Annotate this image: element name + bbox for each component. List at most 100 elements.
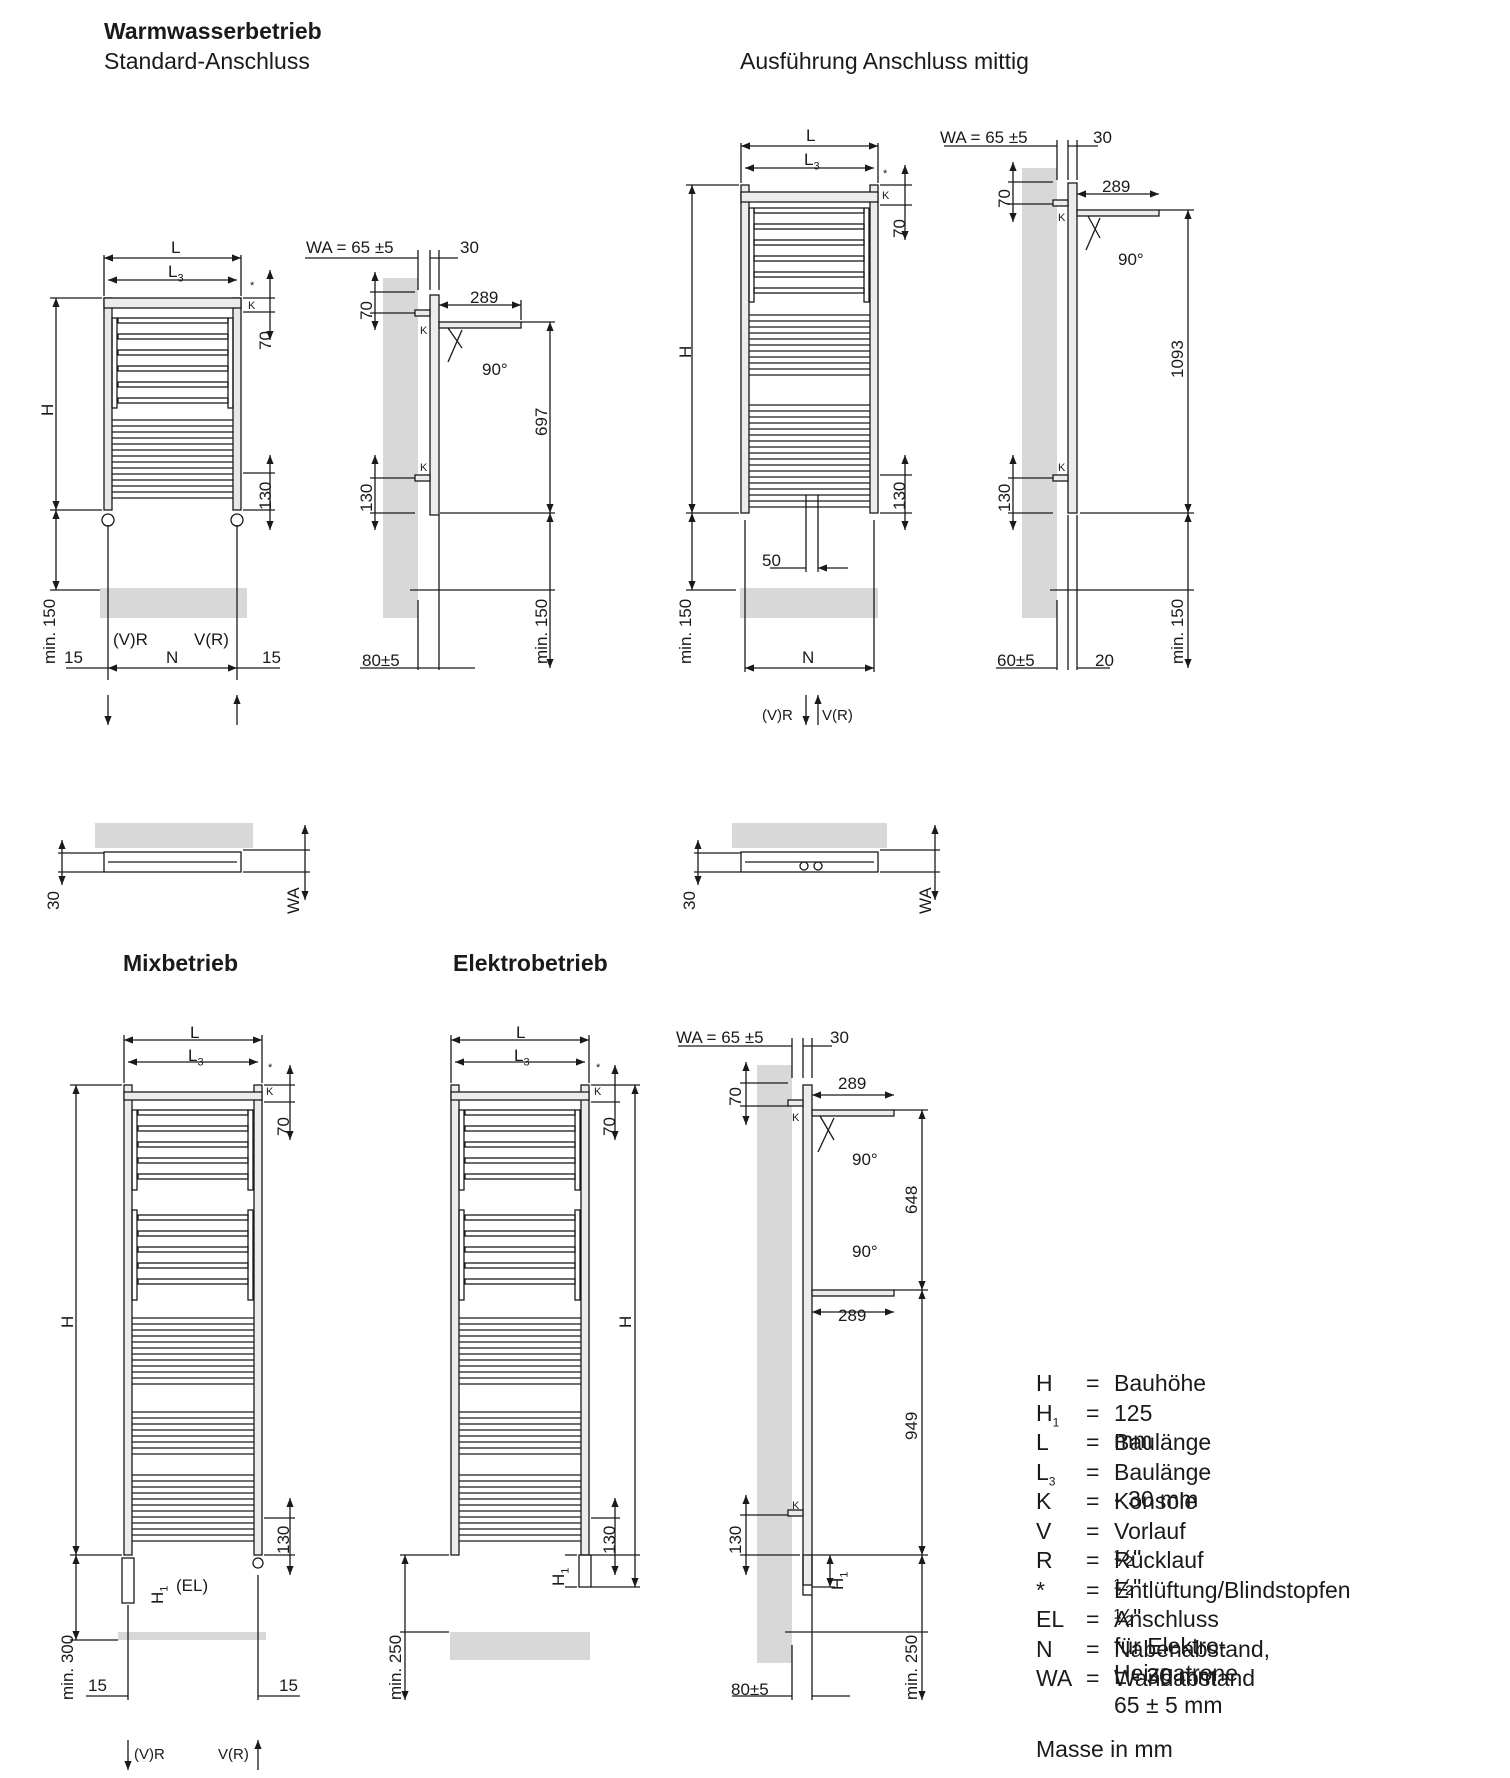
top-view-standard [58,823,310,900]
front-view-elektrobetrieb [400,1035,640,1700]
heating-element-EL: (EL) [176,1576,209,1595]
console-K: K [792,1112,800,1124]
vent-star: * [883,168,888,180]
heading-mixbetrieb: Mixbetrieb [123,950,239,976]
legend-key: K [1036,1488,1052,1514]
legend-eq: = [1086,1488,1100,1514]
dim-H: H [38,403,57,416]
dim-289: 289 [838,1306,867,1325]
dim-697: 697 [532,407,551,436]
legend-key: V [1036,1517,1052,1544]
dim-80: 80±5 [731,1680,769,1699]
dim-min150: min. 150 [1168,598,1187,664]
front-view-mittig [686,142,912,725]
side-view-elektrobetrieb [678,1038,928,1700]
flow-VR: (V)R [113,630,148,649]
legend-value: Rücklauf ½" [1114,1547,1204,1600]
console-K: K [248,300,256,312]
console-K: K [420,325,428,337]
dim-70: 70 [357,301,376,320]
dim-70: 70 [726,1087,745,1106]
dim-min150: min. 150 [40,598,59,664]
dim-70: 70 [995,189,1014,208]
angle-90: 90° [1118,250,1144,269]
console-K: K [1058,462,1066,474]
dim-30: 30 [460,238,479,257]
dim-L3: L3 [514,1046,530,1069]
dim-L: L [516,1023,526,1042]
dim-H1: H1 [148,1585,171,1604]
dim-70: 70 [600,1117,619,1136]
dim-130: 130 [726,1525,745,1554]
legend-eq: = [1086,1576,1100,1603]
dim-30: 30 [44,891,63,910]
side-view-standard [305,250,555,670]
subheading-standard-anschluss: Standard-Anschluss [104,48,310,74]
vent-star: * [268,1062,273,1074]
dim-80: 80±5 [362,651,400,670]
dim-289: 289 [838,1074,867,1093]
dim-1093: 1093 [1168,340,1187,378]
legend-value: Wandabstand 65 ± 5 mm [1114,1665,1256,1718]
legend-value: Baulänge - 30 mm [1114,1458,1212,1512]
angle-90: 90° [482,360,508,379]
dim-H: H [58,1315,77,1328]
legend-eq: = [1086,1458,1100,1485]
flow-RV: V(R) [194,630,229,649]
angle-90-upper: 90° [852,1150,878,1169]
dim-20: 20 [1095,651,1114,670]
dim-289: 289 [1102,177,1131,196]
heading-anschluss-mittig: Ausführung Anschluss mittig [740,48,1029,74]
dim-L3: L3 [188,1046,204,1069]
dim-30: 30 [1093,128,1112,147]
console-K: K [420,462,428,474]
legend-eq: = [1086,1370,1100,1396]
dim-70: 70 [890,219,909,238]
vent-star: * [596,1062,601,1074]
legend-value: Bauhöhe [1114,1370,1207,1396]
dim-130: 130 [890,481,909,510]
dim-WA: WA [916,887,935,914]
legend-key: R [1036,1547,1053,1573]
legend-value: 125 mm [1114,1399,1153,1453]
dim-WA: WA = 65 ±5 [306,238,394,257]
towel-rails-lower [112,419,233,499]
dim-min300: min. 300 [58,1634,77,1700]
legend-key: * [1036,1576,1045,1603]
dim-L: L [171,238,181,257]
legend-key: EL [1036,1606,1065,1632]
dim-WA: WA = 65 ±5 [940,128,1028,147]
dim-15-right: 15 [279,1676,298,1695]
front-view-mixbetrieb [70,1035,300,1770]
console-K: K [1058,212,1066,224]
legend-eq: = [1086,1547,1100,1573]
dim-130: 130 [274,1525,293,1554]
dim-H1: H1 [549,1567,572,1586]
dim-L3: L3 [804,150,820,173]
legend-key: L3 [1036,1458,1056,1489]
footnote-units: Masse in mm [1036,1736,1173,1762]
flow-RV: V(R) [218,1746,249,1763]
flow-VR: (V)R [762,707,793,724]
legend-key: L [1036,1429,1049,1455]
legend-value: Anschluss für Elektro-Heizpatrone [1114,1606,1239,1686]
console-K: K [792,1500,800,1512]
dim-30: 30 [680,891,699,910]
legend-value: Entlüftung/Blindstopfen ½" [1114,1576,1351,1630]
legend-eq: = [1086,1399,1100,1426]
vent-star: * [250,280,255,292]
flow-VR: (V)R [134,1746,165,1763]
side-view-mittig [944,140,1194,670]
legend-value: Baulänge [1114,1429,1212,1455]
dim-130: 130 [357,483,376,512]
legend-value: Vorlauf ½" [1114,1517,1186,1571]
dim-H1: H1 [828,1571,851,1590]
dim-130: 130 [600,1525,619,1554]
top-view-mittig [694,823,940,900]
heading-warmwasserbetrieb: Warmwasserbetrieb [104,18,322,44]
legend-value: Nabenabstand, L - 30 mm [1114,1635,1271,1689]
dim-L: L [806,126,816,145]
dim-130: 130 [256,481,275,510]
dim-50: 50 [762,551,781,570]
